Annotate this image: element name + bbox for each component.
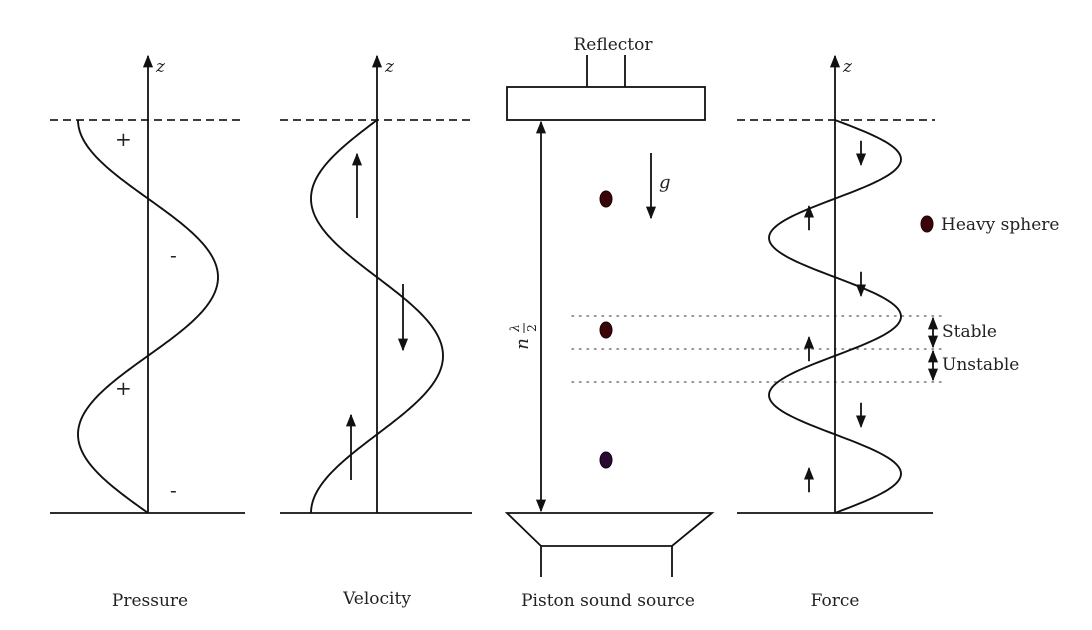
- z-axis-label: z: [384, 57, 395, 77]
- gravity-label: g: [659, 172, 671, 193]
- velocity-caption: Velocity: [342, 589, 411, 609]
- piston-caption: Piston sound source: [521, 591, 695, 611]
- z-axis-label: z: [155, 57, 166, 77]
- apparatus-panel: Reflector n λ 2 g Piston sound source: [504, 35, 715, 611]
- svg-text:2: 2: [525, 324, 539, 332]
- pressure-panel: z + - + - Pressure: [50, 54, 245, 611]
- stable-label: Stable: [942, 322, 997, 342]
- heavy-sphere: [599, 321, 613, 339]
- pressure-wave-curve: [77, 119, 219, 514]
- pressure-caption: Pressure: [112, 591, 188, 611]
- svg-text:λ: λ: [508, 324, 522, 333]
- pressure-sign-minus: -: [170, 243, 177, 267]
- heavy-sphere: [599, 451, 613, 469]
- force-wave-curve: [768, 119, 902, 514]
- force-caption: Force: [811, 591, 860, 611]
- pressure-sign-plus: +: [115, 127, 132, 151]
- reflector-plate: [506, 86, 706, 121]
- legend-sphere-icon: [920, 215, 934, 233]
- unstable-label: Unstable: [942, 355, 1019, 375]
- legend-heavy-sphere-label: Heavy sphere: [941, 215, 1059, 235]
- pressure-sign-plus: +: [115, 376, 132, 400]
- velocity-panel: z Velocity: [280, 54, 472, 609]
- svg-text:n: n: [512, 338, 533, 350]
- velocity-wave-curve: [310, 119, 444, 514]
- distance-label-n-lambda-over-2: n λ 2: [508, 323, 539, 350]
- heavy-sphere: [599, 190, 613, 208]
- z-axis-label: z: [842, 57, 853, 77]
- force-arrows: [803, 140, 867, 493]
- piston-horn: [504, 512, 715, 547]
- pressure-sign-minus: -: [170, 478, 177, 502]
- force-panel: z Heavy sphere Stable Unstable Force: [737, 54, 1059, 611]
- reflector-label: Reflector: [574, 35, 654, 55]
